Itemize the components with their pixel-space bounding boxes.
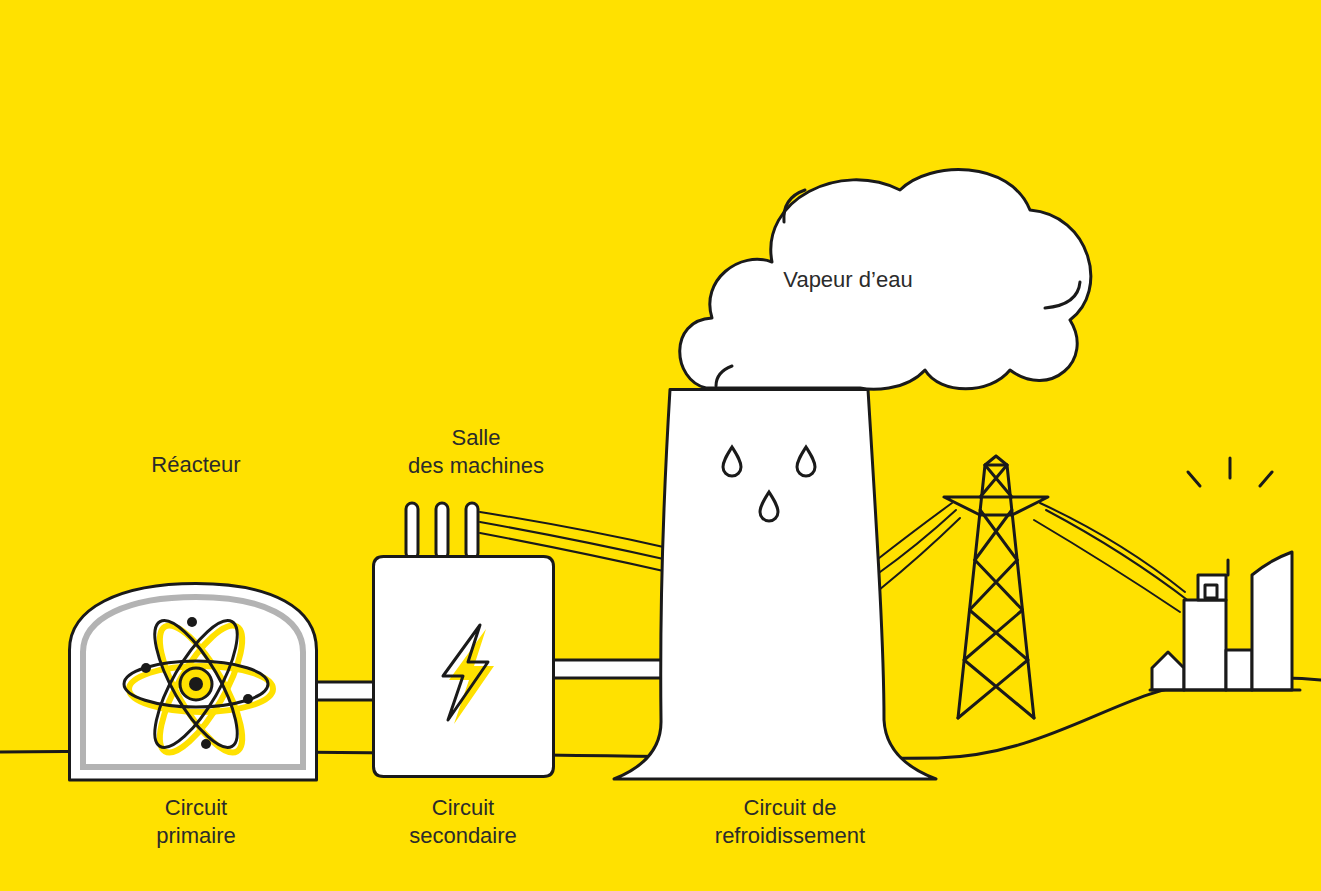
- power-wires: [879, 518, 960, 590]
- cooling-tower: Circuit de refroidissement: [612, 388, 938, 780]
- city-buildings: [1205, 585, 1217, 598]
- atom-symbol: [124, 610, 268, 758]
- power-wires: [480, 522, 668, 560]
- cloud-strokes: [716, 190, 1080, 386]
- water-drops: [723, 447, 815, 521]
- cloud-strokes: [1045, 282, 1080, 308]
- transmission-pylon: [970, 560, 1023, 610]
- atom-symbol: [189, 677, 203, 691]
- reactor-building-path: [70, 584, 317, 781]
- reactor-building: RéacteurCircuit primaire: [68, 582, 318, 780]
- atom-symbol: [243, 694, 253, 704]
- light-rays: [1229, 458, 1232, 478]
- transmission-pylon: [958, 456, 1034, 718]
- power-wires: [874, 503, 952, 562]
- power-wires: [876, 510, 956, 575]
- lightning-symbol: [443, 625, 494, 724]
- atom-symbol: [180, 668, 212, 700]
- atom-symbol: [140, 610, 252, 758]
- water-drops: [723, 447, 741, 476]
- atom-symbol: [201, 739, 211, 749]
- machine-stacks: [466, 503, 478, 559]
- steam-cloud: Vapeur d’eau: [676, 168, 1098, 393]
- transmission-pylon: [964, 610, 1028, 660]
- cooling-tower-outline: [612, 388, 938, 780]
- steam-cloud-path: [680, 170, 1091, 390]
- transmission-pylon: [958, 660, 1034, 718]
- steam-cloud-shape: [680, 170, 1091, 390]
- component-label: Circuit secondaire: [409, 794, 517, 850]
- reactor-inner-wall: [83, 597, 303, 767]
- light-rays: [1188, 472, 1200, 486]
- component-label: Circuit primaire: [156, 794, 235, 850]
- light-rays: [1188, 458, 1272, 486]
- atom-symbol: [145, 615, 257, 763]
- transmission-pylon: [944, 456, 1048, 718]
- cloud-strokes: [784, 190, 805, 222]
- atom-symbol: [124, 661, 268, 707]
- cooling-tower-path: [614, 390, 936, 780]
- transmission-pylon: [944, 497, 1048, 515]
- component-label: Circuit de refroidissement: [715, 794, 865, 850]
- lightning-symbol: [443, 625, 488, 720]
- machine-room-outline: [372, 555, 555, 778]
- power-wires: [480, 512, 668, 548]
- water-drops: [797, 447, 815, 476]
- city-buildings: [1152, 652, 1184, 690]
- reactor-building-shape: [70, 584, 317, 781]
- cloud-strokes: [716, 366, 732, 386]
- power-wires: [1034, 520, 1180, 612]
- machine-room: Salle des machinesCircuit secondaire: [372, 555, 555, 778]
- machine-room-shape: [374, 557, 554, 777]
- light-rays: [1260, 472, 1272, 486]
- machine-stacks: [406, 503, 418, 559]
- atom-symbol: [145, 615, 257, 763]
- component-label: Réacteur: [151, 451, 240, 479]
- city-buildings: [1227, 560, 1230, 575]
- cooling-tower-shape: [614, 390, 936, 780]
- power-wires: [1046, 510, 1190, 602]
- machine-room-path: [374, 557, 554, 777]
- city-buildings: [1184, 600, 1226, 690]
- atom-symbol: [187, 617, 197, 627]
- transmission-pylon: [985, 464, 1007, 467]
- city-buildings: [1252, 552, 1292, 690]
- machine-stacks: [406, 503, 478, 559]
- atom-symbol: [129, 615, 273, 763]
- city-buildings: [1150, 689, 1300, 692]
- machine-stacks: [436, 503, 448, 559]
- transmission-pylon: [980, 465, 1012, 497]
- city-buildings: [1150, 552, 1300, 690]
- atom-symbol: [141, 663, 151, 673]
- atom-symbol: [140, 610, 252, 758]
- component-label: Vapeur d’eau: [783, 266, 912, 294]
- reactor-building-outline: [68, 582, 318, 780]
- lightning-symbol: [449, 629, 494, 724]
- atom-symbol: [124, 610, 273, 763]
- atom-symbol: [129, 666, 273, 712]
- component-label: Salle des machines: [408, 424, 544, 480]
- city-buildings: [1226, 650, 1252, 690]
- transmission-pylon: [975, 510, 1017, 560]
- city-buildings: [1198, 575, 1226, 600]
- water-drops: [760, 492, 778, 521]
